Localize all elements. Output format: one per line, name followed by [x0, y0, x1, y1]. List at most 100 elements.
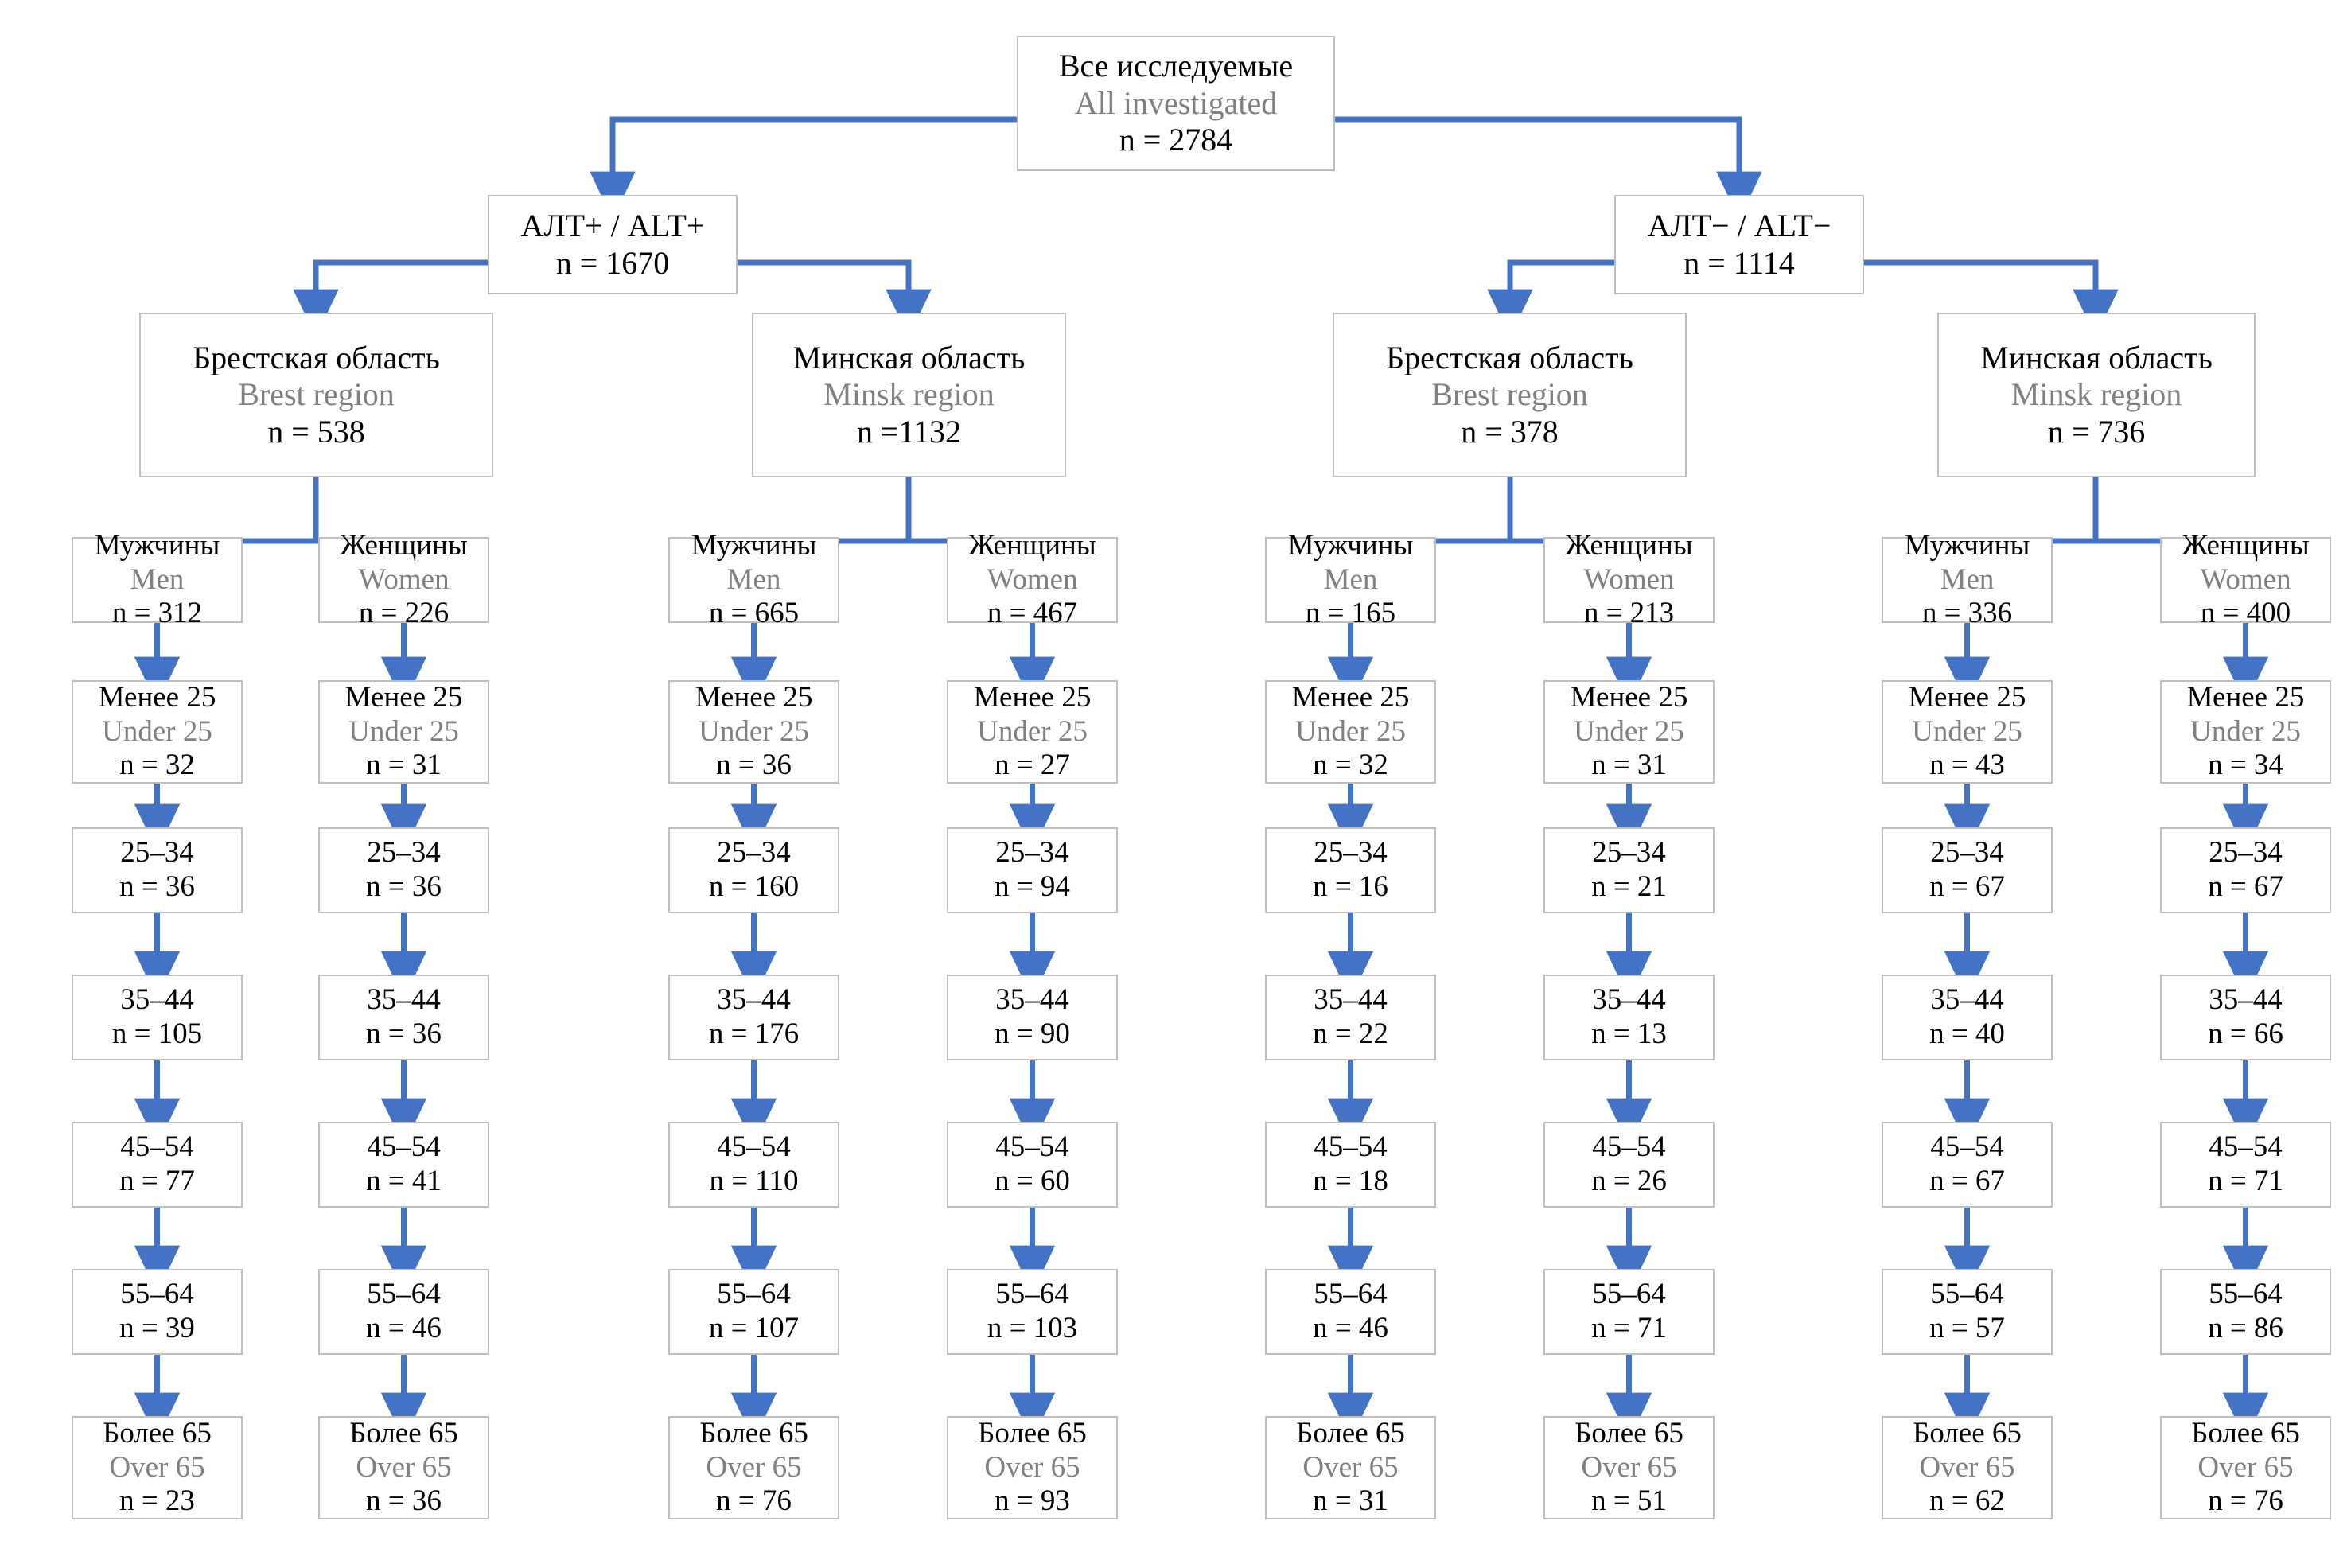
node-count: n = 226: [358, 597, 450, 630]
node-title-en: Women: [1583, 562, 1675, 596]
node-age-label: Более 65: [1913, 1416, 2022, 1449]
node-age-label: 35–44: [2209, 983, 2283, 1017]
node-all-investigated[interactable]: Все исследуемые All investigated n = 278…: [1017, 36, 1335, 171]
node-age-label: Более 65: [103, 1416, 212, 1449]
node-age-label: 35–44: [1592, 983, 1666, 1017]
node-age-label-en: Under 25: [348, 714, 459, 748]
node-alt-plus[interactable]: АЛТ+ / ALT+ n = 1670: [488, 195, 738, 294]
node-region-alt-plus-brest[interactable]: Брестская область Brest region n = 538: [139, 313, 493, 477]
node-title-en: All investigated: [1074, 84, 1278, 121]
node-count: n = 31: [366, 749, 442, 782]
node-age-label: 25–34: [1592, 836, 1666, 870]
node-count: n = 27: [995, 749, 1070, 782]
node-title-ru: Мужчины: [1904, 528, 2030, 562]
node-age-label: Менее 25: [1570, 680, 1688, 714]
node-title-ru: Женщины: [2182, 528, 2310, 562]
node-count: n = 378: [1461, 413, 1559, 449]
node-region-alt-minus-brest[interactable]: Брестская область Brest region n = 378: [1333, 313, 1687, 477]
node-count: n = 36: [119, 870, 195, 903]
node-age-label-en: Over 65: [984, 1450, 1080, 1484]
node-count: n = 665: [708, 597, 800, 630]
node-count: n = 43: [1929, 749, 2005, 782]
node-count: n = 13: [1591, 1017, 1667, 1050]
node-region-alt-minus-minsk[interactable]: Минская область Minsk region n = 736: [1937, 313, 2256, 477]
node-count: n = 467: [987, 597, 1078, 630]
node-age-label: Менее 25: [1908, 680, 2026, 714]
node-count: n = 71: [1591, 1312, 1667, 1344]
node-count: n = 94: [995, 870, 1070, 903]
node-alt-minus[interactable]: АЛТ− / ALT− n = 1114: [1614, 195, 1864, 294]
node-age-label-en: Under 25: [1574, 714, 1684, 748]
node-count: n = 46: [366, 1312, 442, 1344]
node-age-label: 45–54: [1930, 1130, 2004, 1164]
node-count: n = 77: [119, 1165, 195, 1197]
node-age-label: 25–34: [995, 836, 1069, 870]
node-count: n = 67: [1929, 1165, 2005, 1197]
node-age-label: 45–54: [1592, 1130, 1666, 1164]
node-count: n = 46: [1313, 1312, 1388, 1344]
node-count: n = 51: [1591, 1484, 1667, 1518]
node-age-label: Более 65: [1574, 1416, 1683, 1449]
node-title-ru: Женщины: [340, 528, 468, 562]
node-age-label: 35–44: [120, 983, 194, 1017]
node-region-alt-plus-minsk[interactable]: Минская область Minsk region n =1132: [752, 313, 1066, 477]
node-age-label-en: Over 65: [356, 1450, 452, 1484]
